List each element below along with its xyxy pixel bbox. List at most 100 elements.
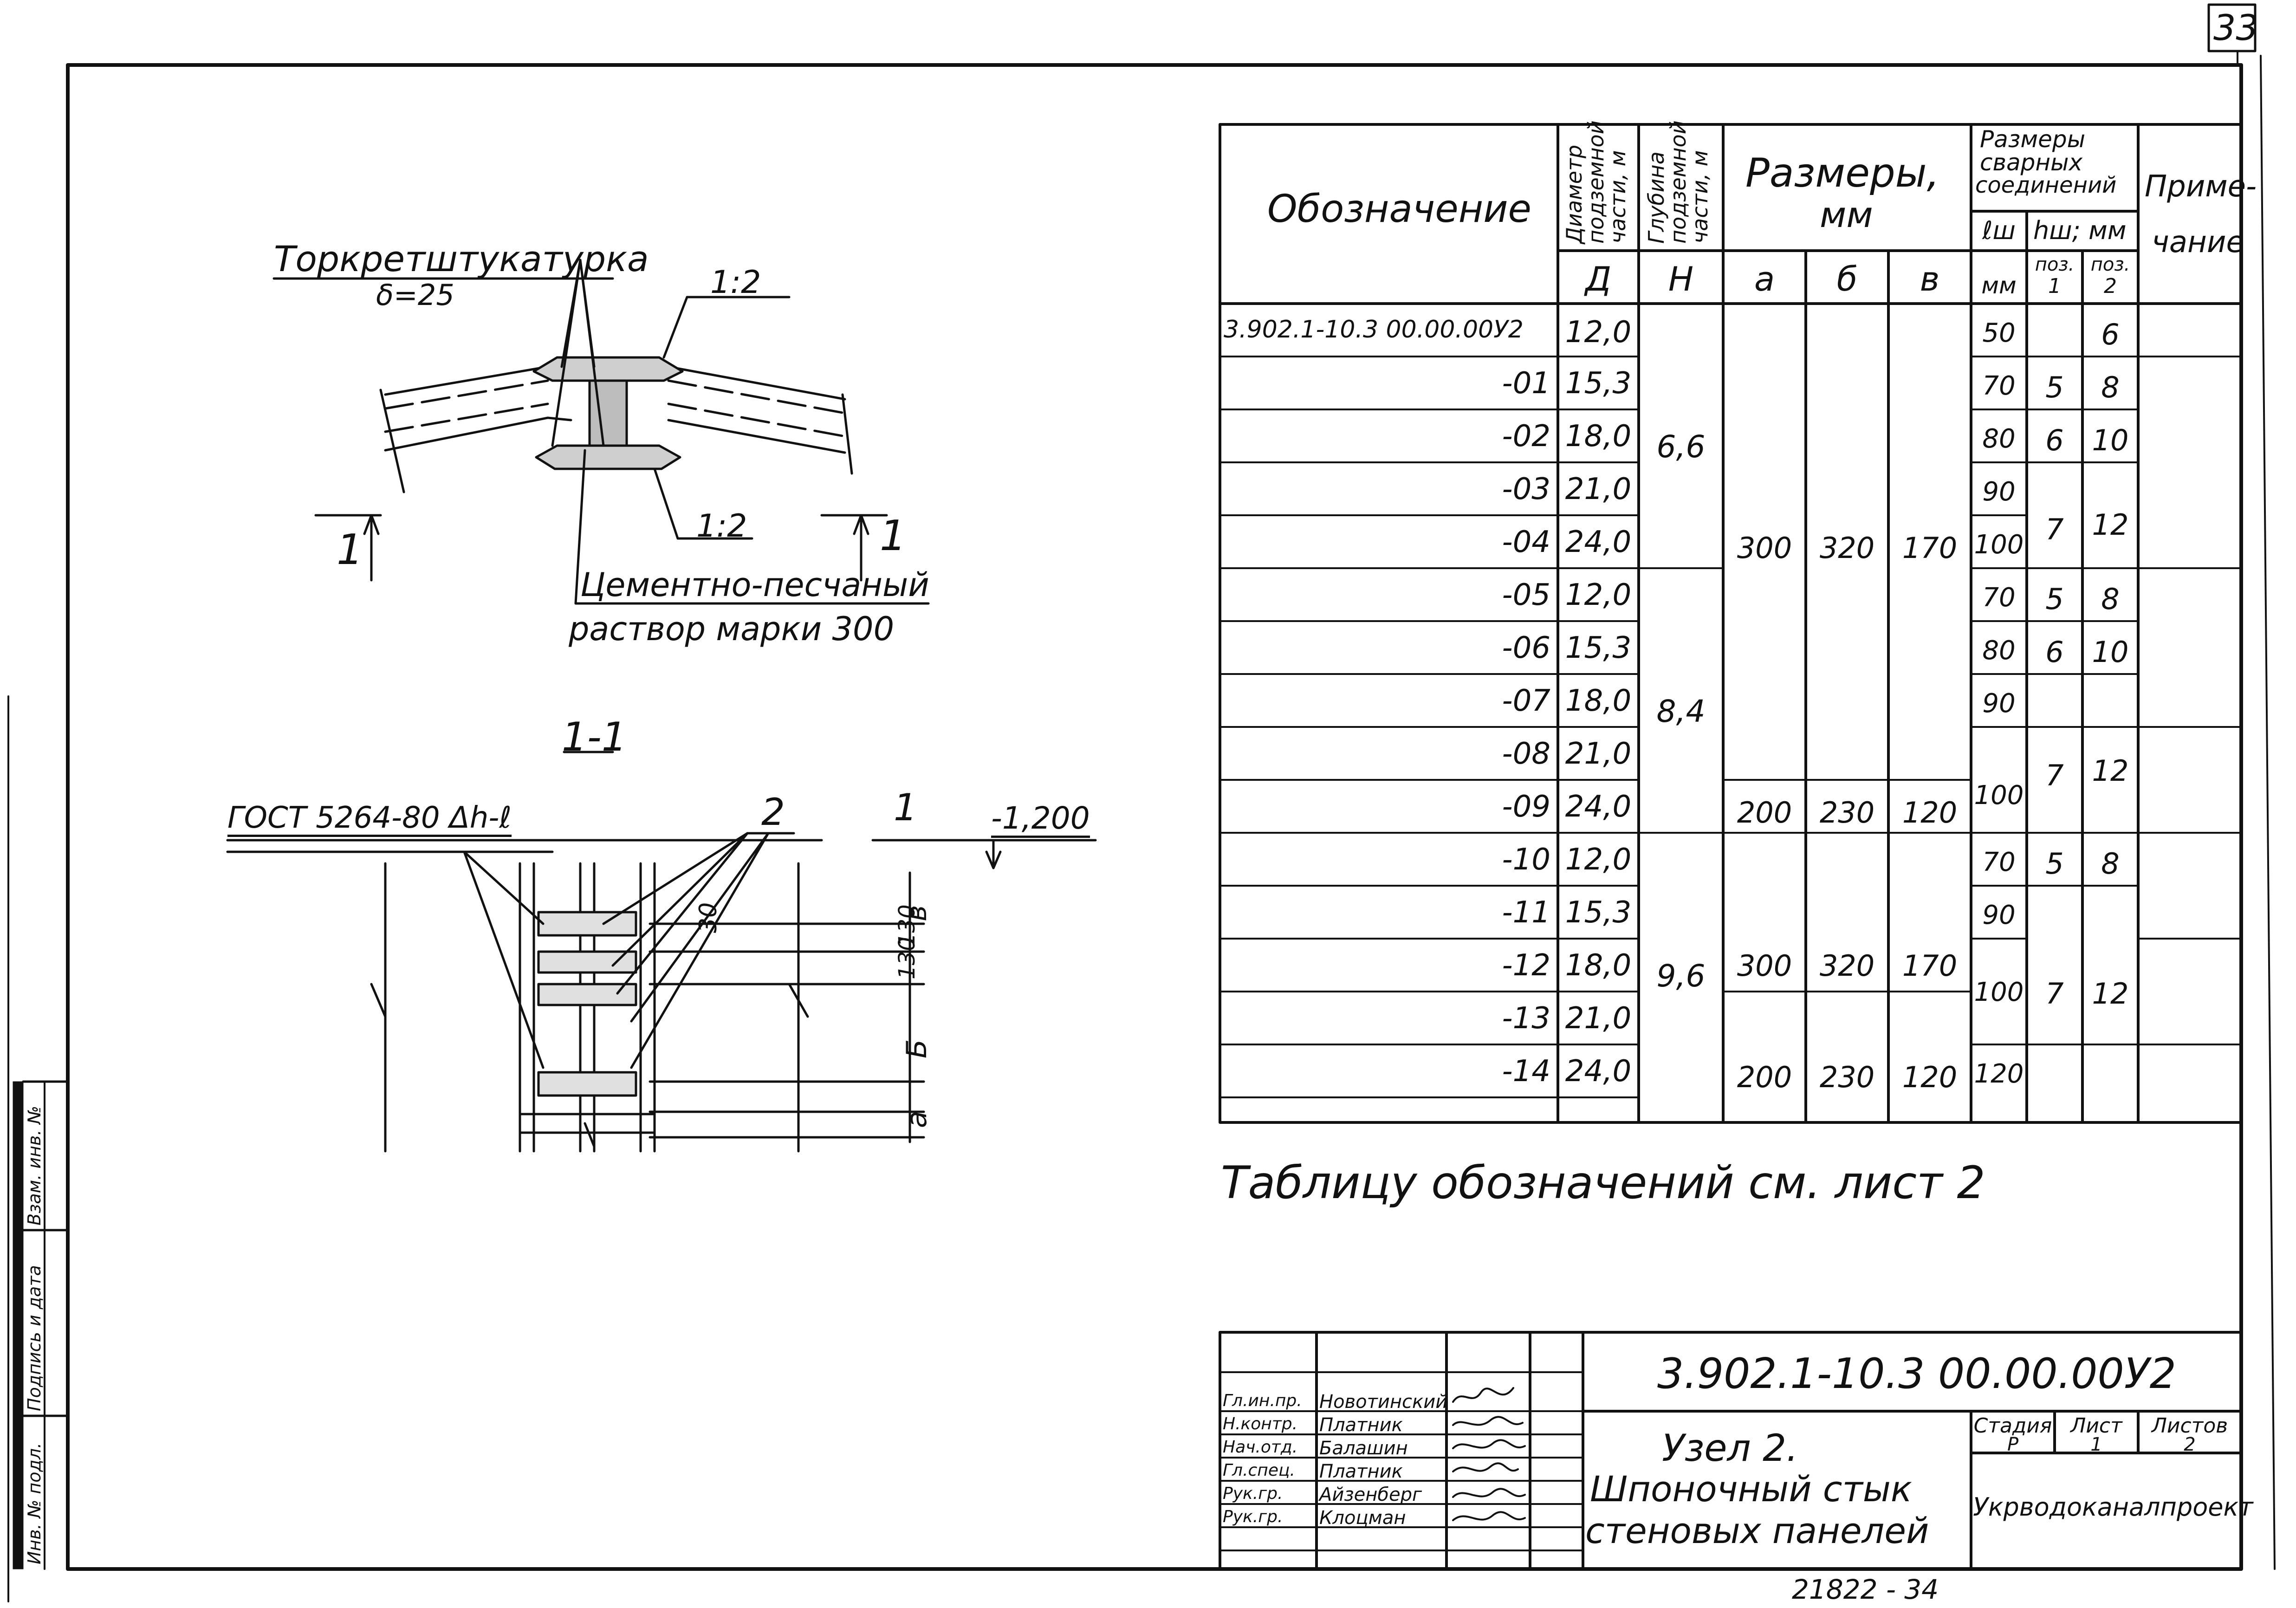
dim-130-b: 130 — [894, 904, 920, 947]
header-mm: мм — [1981, 272, 2017, 299]
table-cell-b-g3: 320 — [1819, 949, 1875, 983]
table-cell-pos2-4: 12 — [2092, 508, 2129, 542]
doc-code: 3.902.1-10.3 00.00.00У2 — [1657, 1349, 2176, 1398]
header-note-2: чание — [2152, 225, 2244, 259]
header-pos2-b: 2 — [2104, 274, 2117, 298]
table-cell-H-group1: 6,6 — [1656, 429, 1706, 465]
page-number: 33 — [2213, 7, 2258, 48]
table-cell-v-g3: 170 — [1902, 949, 1958, 983]
table-cell-lw-7: 80 — [1982, 635, 2016, 666]
table-cell-lw-5: 100 — [1974, 530, 2024, 560]
callout-2: 2 — [761, 791, 785, 834]
table-cell-a-g1: 300 — [1737, 531, 1792, 565]
dim-30: 30 — [694, 902, 722, 933]
table-cell-code-r13: -13 — [1502, 1001, 1550, 1036]
table-cell-code-r9: -09 — [1502, 790, 1550, 824]
table-cell-H-group2: 8,4 — [1656, 694, 1706, 729]
table-cell-D-r10: 12,0 — [1565, 843, 1632, 877]
table-cell-D-r8: 21,0 — [1565, 737, 1632, 771]
tb-stage-label: Стадия — [1973, 1414, 2052, 1438]
table-note: Таблицу обозначений см. лист 2 — [1221, 1157, 1985, 1209]
header-pos2-a: поз. — [2090, 254, 2130, 275]
mortar-note-line2: раствор марки 300 — [569, 610, 895, 648]
table-cell-D-r0: 12,0 — [1565, 315, 1632, 350]
table-cell-code-r8: -08 — [1502, 737, 1550, 771]
table-cell-pos1-6: 7 — [2045, 759, 2064, 792]
table-cell-v-g1: 170 — [1902, 531, 1958, 565]
header-sizes-1: Размеры, — [1745, 150, 1939, 196]
table-cell-lw-12: 100 — [1974, 977, 2024, 1007]
table-cell-code-r4: -04 — [1502, 525, 1550, 559]
header-weld-1: Размеры — [1980, 126, 2086, 153]
table-cell-D-r6: 15,3 — [1565, 631, 1632, 665]
header-diameter-3: части, м — [1605, 150, 1630, 244]
table-cell-code-r14: -14 — [1502, 1054, 1550, 1089]
table-cell-D-r5: 12,0 — [1565, 578, 1632, 612]
tb-sheets: 2 — [2184, 1434, 2196, 1455]
tb-sheets-label: Листов — [2151, 1414, 2228, 1438]
header-pos1-a: поз. — [2035, 254, 2075, 275]
table-cell-pos2-8: 8 — [2101, 847, 2120, 881]
table-cell-lw-6: 70 — [1982, 583, 2016, 613]
tb-sheet: 1 — [2090, 1434, 2102, 1455]
bottom-note: 21822 - 34 — [1792, 1574, 1939, 1605]
table-cell-pos2-3: 10 — [2092, 423, 2129, 457]
signatures — [1452, 1387, 1526, 1521]
title-block-grid — [1219, 1331, 2243, 1570]
tb-title-line2: Шпоночный стык — [1590, 1468, 1912, 1510]
table-cell-code-r1: -01 — [1502, 366, 1550, 401]
table-cell-code-r6: -06 — [1502, 631, 1550, 665]
strip-replaced-inv: Взам. инв. № — [24, 1105, 45, 1225]
header-v: в — [1920, 259, 1940, 298]
tb-name-3: Балашин — [1319, 1438, 1408, 1459]
header-diameter-2: подземной — [1583, 120, 1608, 244]
header-note-1: Приме- — [2145, 169, 2257, 204]
header-depth-3: части, м — [1687, 150, 1712, 244]
strip-inv-no: Инв. № подл. — [24, 1442, 45, 1564]
gost-note: ГОСТ 5264-80 Δh-ℓ — [227, 803, 512, 837]
tb-name-6: Клоцман — [1319, 1507, 1406, 1529]
callout-1: 1 — [894, 786, 917, 829]
header-H: Н — [1668, 259, 1694, 298]
table-cell-D-r1: 15,3 — [1565, 366, 1632, 401]
tb-organization: Укрводоканалпроект — [1973, 1492, 2253, 1522]
tb-sheet-label: Лист — [2070, 1414, 2122, 1438]
table-cell-D-r9: 24,0 — [1565, 790, 1632, 824]
tb-name-4: Платник — [1319, 1461, 1403, 1482]
slope-bottom: 1:2 — [696, 508, 747, 545]
table-cell-pos2-2: 8 — [2101, 370, 2120, 404]
table-cell-code-r7: -07 — [1502, 684, 1550, 718]
table-cell-pos2-6: 10 — [2092, 635, 2129, 669]
table-cell-code-r3: -03 — [1502, 472, 1550, 506]
table-cell-code-r11: -11 — [1502, 895, 1550, 930]
header-designation: Обозначение — [1267, 187, 1531, 231]
tb-role-2: Н.контр. — [1223, 1414, 1298, 1433]
table-cell-pos1-1: 5 — [2045, 370, 2064, 404]
section-title: 1-1 — [562, 714, 627, 760]
table-cell-D-r11: 15,3 — [1565, 895, 1632, 930]
tb-name-1: Новотинский — [1319, 1391, 1448, 1413]
table-cell-code-r10: -10 — [1502, 843, 1550, 877]
table-cell-v-g2: 120 — [1902, 796, 1958, 830]
table-cell-a-g3: 300 — [1737, 949, 1792, 983]
table-cell-pos1-7: 5 — [2045, 847, 2064, 881]
table-cell-pos2-5: 8 — [2101, 582, 2120, 616]
table-cell-D-r14: 24,0 — [1565, 1054, 1632, 1089]
tb-role-3: Нач.отд. — [1223, 1438, 1298, 1457]
table-cell-D-r3: 21,0 — [1565, 472, 1632, 506]
header-weld-2: сварных — [1980, 149, 2083, 176]
table-cell-lw-2: 70 — [1982, 371, 2016, 401]
header-diameter-1: Диаметр — [1562, 144, 1587, 244]
table-cell-lw-10: 70 — [1982, 847, 2016, 877]
header-b: б — [1836, 259, 1858, 298]
header-lw: ℓш — [1982, 216, 2016, 245]
table-cell-code-r2: -02 — [1502, 419, 1550, 454]
table-cell-D-r2: 18,0 — [1565, 419, 1632, 454]
table-cell-lw-1: 50 — [1982, 318, 2016, 348]
thickness-note: δ=25 — [376, 278, 454, 312]
table-cell-pos2-9: 12 — [2092, 977, 2129, 1011]
tb-title-line3: стеновых панелей — [1585, 1510, 1929, 1551]
table-cell-v-g4: 120 — [1902, 1060, 1958, 1094]
tb-role-4: Гл.спец. — [1223, 1461, 1295, 1480]
